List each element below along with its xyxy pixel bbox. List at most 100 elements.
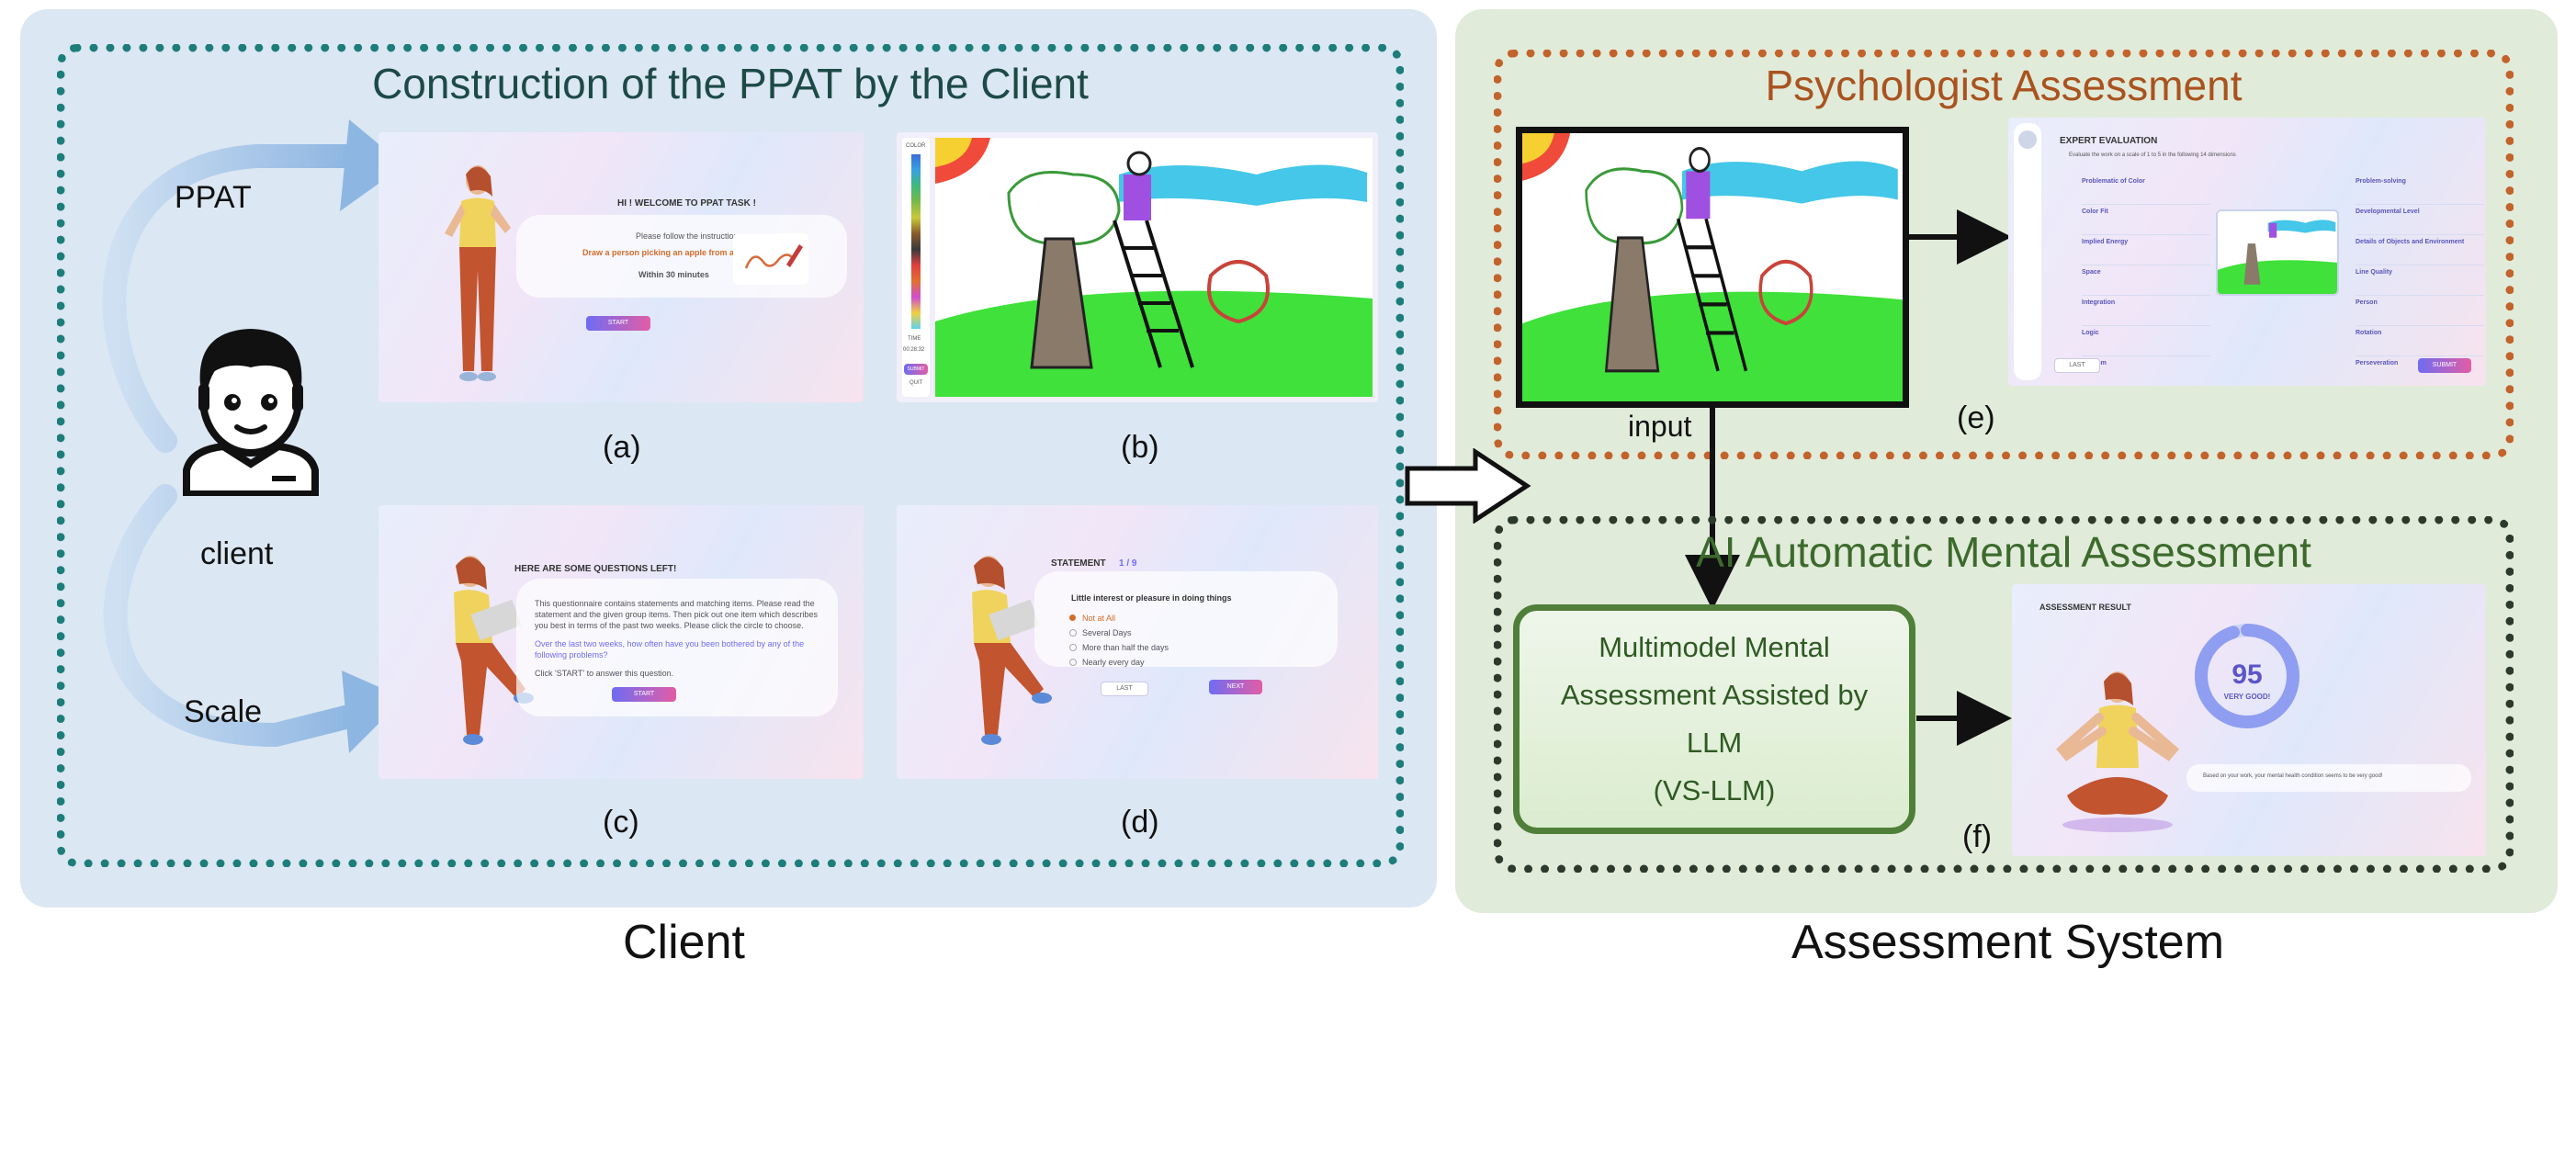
time-label: TIME (908, 336, 921, 342)
right-dimension-item[interactable]: Details of Objects and Environment (2356, 235, 2484, 265)
statement-title: STATEMENT (1051, 558, 1106, 569)
left-dimension-item[interactable]: Color Fit (2082, 205, 2210, 235)
vs-llm-model-box: Multimodel Mental Assessment Assisted by… (1513, 604, 1915, 834)
person-figure-icon (445, 165, 511, 381)
expert-sidebar (2014, 123, 2041, 380)
screen-ppat-welcome: HI ! WELCOME TO PPAT TASK ! Please follo… (378, 132, 864, 402)
last-button-d[interactable]: LAST (1101, 682, 1148, 696)
sublabel-a: (a) (603, 430, 641, 465)
right-dimension-item[interactable]: Person (2356, 296, 2484, 326)
score-rating: VERY GOOD! (2223, 693, 2271, 701)
start-hint: Click 'START' to answer this question. (535, 669, 674, 678)
right-dimension-item[interactable]: Problem-solving (2356, 175, 2484, 205)
expert-evaluation-title: EXPERT EVALUATION (2060, 136, 2158, 146)
sublabel-b: (b) (1121, 430, 1159, 465)
sublabel-e: (e) (1957, 400, 1995, 435)
sublabel-c: (c) (603, 805, 639, 840)
next-button-d[interactable]: NEXT (1209, 680, 1262, 694)
client-avatar-icon (183, 329, 319, 496)
instruction-text: Draw a person picking an apple from a tr… (582, 248, 752, 257)
left-dimension-item[interactable]: Integration (2082, 296, 2210, 326)
submit-drawing-button[interactable]: SUBMIT (904, 364, 928, 375)
ppat-flow-label: PPAT (175, 180, 252, 215)
left-dimension-item[interactable]: Realism (2082, 356, 2210, 386)
intro-paragraph-3: you best in terms of the past two weeks.… (535, 621, 804, 630)
assessment-result-title: ASSESSMENT RESULT (2039, 603, 2131, 612)
intro-paragraph-2: statement and the given group items. The… (535, 610, 819, 619)
last-button-e[interactable]: LAST (2054, 358, 2100, 373)
expert-evaluation-subtitle: Evaluate the work on a scale of 1 to 5 i… (2069, 152, 2236, 158)
ppat-construction-box (57, 44, 1404, 867)
right-dimension-item[interactable]: Perseveration (2356, 356, 2484, 386)
sublabel-f: (f) (1962, 819, 1993, 854)
person-figure-icon (454, 556, 534, 745)
question-prompt-1: Over the last two weeks, how often have … (535, 639, 805, 648)
questions-left-title: HERE ARE SOME QUESTIONS LEFT! (514, 564, 677, 574)
screen-drawing-canvas: COLOR TIME 00:28:32 SUBMIT QUIT (897, 132, 1378, 402)
option-radio[interactable] (1069, 659, 1077, 666)
system-arrows (1685, 209, 2012, 746)
screen-assessment-result: ASSESSMENT RESULT 95 VERY GOOD! Based on… (2012, 584, 2486, 856)
ai-assessment-title: AI Automatic Mental Assessment (1696, 528, 2311, 576)
right-dimension-item[interactable]: Line Quality (2356, 265, 2484, 296)
submit-evaluation-button[interactable]: SUBMIT (2418, 358, 2471, 373)
score-value: 95 (2231, 660, 2263, 690)
screen-questionnaire-intro: HERE ARE SOME QUESTIONS LEFT! This quest… (378, 505, 864, 779)
input-label: input (1628, 410, 1692, 443)
option-3[interactable]: Nearly every day (1082, 658, 1145, 667)
option-radio[interactable] (1069, 629, 1077, 637)
right-dimension-item[interactable]: Rotation (2356, 326, 2484, 356)
color-palette[interactable] (911, 154, 921, 329)
option-radio[interactable] (1069, 644, 1077, 651)
time-value: 00:28:32 (903, 347, 925, 353)
quit-button[interactable]: QUIT (910, 380, 923, 386)
avatar (2018, 130, 2037, 149)
input-drawing (1516, 127, 1909, 408)
option-1[interactable]: Several Days (1082, 628, 1132, 637)
client-bottom-label: Client (623, 916, 745, 969)
to-system-arrow (1405, 448, 1531, 524)
time-limit: Within 30 minutes (638, 270, 709, 279)
welcome-title: HI ! WELCOME TO PPAT TASK ! (617, 198, 756, 209)
palette-label: COLOR (906, 143, 926, 149)
screen-expert-evaluation: EXPERT EVALUATION Evaluate the work on a… (2008, 118, 2486, 386)
ppat-drawing (935, 138, 1373, 397)
screen-statement: STATEMENT 1 / 9 Little interest or pleas… (897, 505, 1378, 779)
statement-text: Little interest or pleasure in doing thi… (1071, 593, 1232, 603)
question-prompt-2: following problems? (535, 650, 608, 660)
left-dimension-item[interactable]: Space (2082, 265, 2210, 296)
left-dimension-item[interactable]: Logic (2082, 326, 2210, 356)
start-button-c[interactable]: START (612, 687, 676, 702)
system-bottom-label: Assessment System (1791, 916, 2225, 969)
psychologist-assessment-box (1494, 50, 2514, 459)
drawing-preview (2216, 209, 2339, 296)
intro-paragraph-1: This questionnaire contains statements a… (535, 599, 815, 608)
sublabel-d: (d) (1121, 805, 1159, 840)
model-box-line-1: Multimodel Mental (1599, 631, 1830, 663)
yoga-figure-icon (2056, 671, 2179, 832)
pen-icon (744, 244, 803, 269)
score-ring (2195, 624, 2299, 728)
scale-flow-label: Scale (184, 694, 263, 729)
client-label: client (200, 536, 274, 571)
left-dimension-item[interactable]: Problematic of Color (2082, 175, 2210, 205)
option-radio-selected[interactable] (1069, 614, 1076, 621)
ai-assessment-box (1494, 516, 2514, 873)
model-box-line-3: LLM (1686, 727, 1743, 759)
model-box-line-4: (VS-LLM) (1653, 774, 1776, 806)
ppat-construction-title: Construction of the PPAT by the Client (372, 60, 1089, 107)
psychologist-assessment-title: Psychologist Assessment (1765, 62, 2243, 109)
instruction-lead: Please follow the instruction: (636, 231, 741, 241)
option-0[interactable]: Not at All (1082, 614, 1116, 623)
left-dimension-item[interactable]: Implied Energy (2082, 235, 2210, 265)
result-message: Based on your work, your mental health c… (2203, 773, 2383, 779)
start-button-a[interactable]: START (586, 316, 650, 331)
right-dimension-item[interactable]: Developmental Level (2356, 205, 2484, 235)
person-figure-icon (972, 556, 1052, 745)
ppat-drawing (1522, 133, 1903, 401)
model-box-line-2: Assessment Assisted by (1560, 679, 1869, 711)
option-2[interactable]: More than half the days (1082, 643, 1169, 652)
statement-counter: 1 / 9 (1119, 558, 1137, 569)
